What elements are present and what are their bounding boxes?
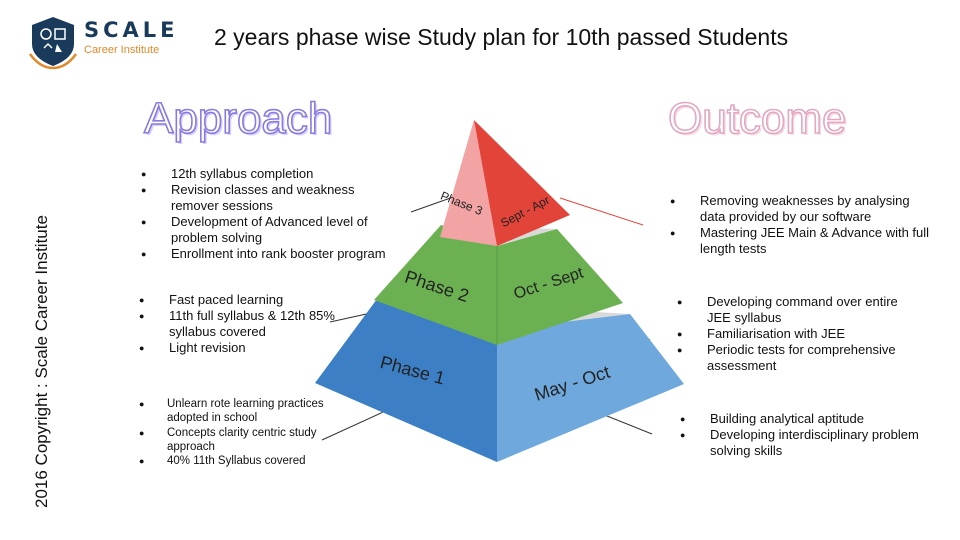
outcome-phase1-list: Building analytical aptitude Developing … <box>680 411 940 459</box>
approach-heading: Approach <box>143 93 333 144</box>
phase2-left-face <box>374 225 497 345</box>
phase2-right-face <box>497 229 623 345</box>
list-item: Revision classes and weakness remover se… <box>141 182 401 214</box>
outcome-phase2-list: Developing command over entire JEE sylla… <box>677 294 907 374</box>
logo: SCALE Career Institute <box>26 14 196 70</box>
list-item: Periodic tests for comprehensive assessm… <box>677 342 907 374</box>
list-item: Building analytical aptitude <box>680 411 940 427</box>
connector-outcome-phase3 <box>559 197 644 226</box>
list-item: Development of Advanced level of problem… <box>141 214 401 246</box>
logo-brand-text: SCALE <box>84 18 179 42</box>
phase3-right-face <box>474 120 570 246</box>
phase1-right-face <box>497 314 684 462</box>
phase1-left-face <box>315 299 497 462</box>
list-item: Developing command over entire JEE sylla… <box>677 294 907 326</box>
list-item: 12th syllabus completion <box>141 166 401 182</box>
list-item: Enrollment into rank booster program <box>141 246 401 262</box>
list-item: 40% 11th Syllabus covered <box>139 454 329 469</box>
page-title: 2 years phase wise Study plan for 10th p… <box>214 24 789 50</box>
list-item: Familiarisation with JEE <box>677 326 907 342</box>
list-item: Mastering JEE Main & Advance with full l… <box>670 225 930 257</box>
list-item: Concepts clarity centric study approach <box>139 426 329 455</box>
list-item: Light revision <box>139 340 339 356</box>
list-item: Developing interdisciplinary problem sol… <box>680 427 940 459</box>
approach-phase2-list: Fast paced learning 11th full syllabus &… <box>139 292 339 356</box>
outcome-heading: Outcome <box>667 93 847 144</box>
outcome-phase3-list: Removing weaknesses by analysing data pr… <box>670 193 930 257</box>
approach-phase1-list: Unlearn rote learning practices adopted … <box>139 397 329 469</box>
approach-phase3-list: 12th syllabus completion Revision classe… <box>141 166 401 262</box>
phase3-left-face <box>440 120 497 246</box>
list-item: 11th full syllabus & 12th 85% syllabus c… <box>139 308 339 340</box>
list-item: Removing weaknesses by analysing data pr… <box>670 193 930 225</box>
list-item: Fast paced learning <box>139 292 339 308</box>
logo-emblem-icon <box>28 17 78 70</box>
list-item: Unlearn rote learning practices adopted … <box>139 397 329 426</box>
logo-subtitle-text: Career Institute <box>84 44 160 56</box>
